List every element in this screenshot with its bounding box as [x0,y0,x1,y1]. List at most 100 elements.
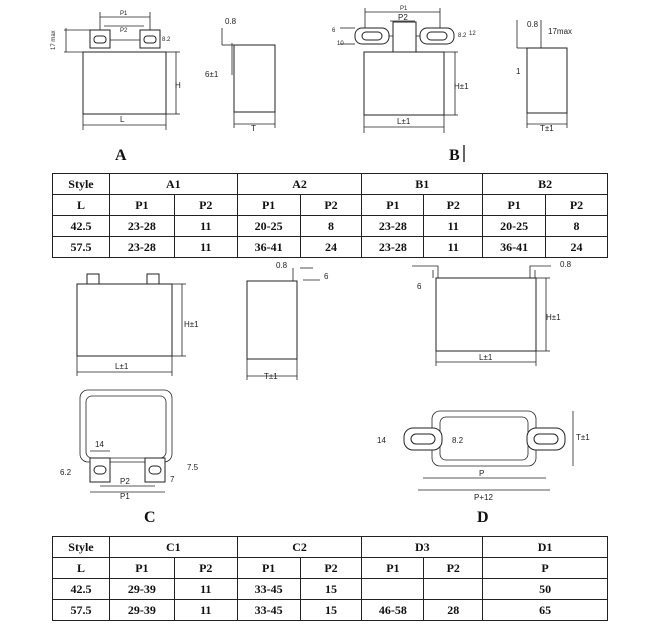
table-subheader-row: L P1 P2 P1 P2 P1 P2 P [52,557,608,579]
table-cell: 33-45 [236,599,301,621]
table-row: 57.5 29-39 11 33-45 15 46-58 28 65 [52,599,608,621]
table-cell: 20-25 [236,215,301,237]
table-cell: 23-28 [361,215,425,237]
table-cell: 33-45 [236,578,301,600]
fig-d-bottom-p12-label: P+12 [474,493,493,502]
fig-a-side-0-8-label: 0.8 [225,17,237,26]
table-cell: 11 [173,236,238,258]
table-subheader-row: L P1 P2 P1 P2 P1 P2 P1 P2 [52,194,608,216]
table-cell: 46-58 [361,599,425,621]
fig-a-p2-label: P2 [120,28,128,34]
fig-d-l-label: L±1 [479,353,493,362]
table-header-row: Style A1 A2 B1 B2 [52,173,608,195]
table-cell [361,578,425,600]
fig-b-side-17max-label: 17max [548,27,572,36]
table-sub-cell: P1 [361,557,425,579]
fig-b-side-0-8-label: 0.8 [527,20,539,29]
table-cell: 50 [482,578,608,600]
table-cell: 23-28 [361,236,425,258]
fig-c-bottom-7-label: 7 [170,475,175,484]
fig-b-side-t-label: T±1 [540,124,554,133]
table-group-cell: B2 [482,173,608,195]
table-sub-cell: P1 [108,557,175,579]
fig-b-8-2-label: 8.2 [458,33,467,39]
table-header-cell: L [52,194,110,216]
fig-c-bottom-7-5-label: 7.5 [187,463,199,472]
figure-b: P1 P2 6 10 8.2 12 H±1 L±1 0.8 17max 1 [332,6,572,164]
table-cell: 15 [299,599,363,621]
fig-d-bottom-t-label: T±1 [576,433,590,442]
table-sub-cell: P2 [173,194,238,216]
table-cell: 65 [482,599,608,621]
table-sub-cell: P2 [299,194,363,216]
table-cell: 11 [173,578,238,600]
table-cell: 29-39 [108,599,175,621]
table-sub-cell: P2 [299,557,363,579]
table-sub-cell: P2 [545,194,608,216]
fig-b-12-label: 12 [469,31,476,37]
fig-c-side-0-8-label: 0.8 [276,261,288,270]
figure-c: H±1 L±1 0.8 6 T±1 14 6.2 7.5 7 P2 P1 C [60,261,329,526]
table-sub-cell: P1 [236,557,301,579]
fig-c-bottom-14-label: 14 [95,440,104,449]
table-header-cell: Style [52,173,110,195]
table-cell: 24 [299,236,363,258]
fig-d-bottom-p-label: P [479,469,484,478]
fig-a-17max-label: 17 max [51,30,57,50]
table-cell: 11 [423,236,484,258]
fig-b-6-label: 6 [332,28,336,34]
table-group-cell: C1 [108,536,238,558]
table-sub-cell: P1 [482,194,547,216]
fig-d-bottom-14-label: 14 [377,436,386,445]
table-header-row: Style C1 C2 D3 D1 [52,536,608,558]
table-cell: 36-41 [236,236,301,258]
table-sub-cell: P1 [361,194,425,216]
figure-d-caption: D [477,509,489,526]
fig-c-h-label: H±1 [184,320,199,329]
table-cell: 24 [545,236,608,258]
table-sub-cell: P [482,557,608,579]
table-header-cell: Style [52,536,110,558]
table-row: 42.5 23-28 11 20-25 8 23-28 11 20-25 8 [52,215,608,237]
table-cell: 42.5 [52,578,110,600]
table-cell: 8 [299,215,363,237]
figure-d: 0.8 6 H±1 L±1 14 8.2 T±1 P P+12 D [377,260,590,526]
table-group-cell: B1 [361,173,484,195]
table-group-cell: D3 [361,536,484,558]
spec-table-ab: Style A1 A2 B1 B2 L P1 P2 P1 P2 P1 P2 P1… [52,173,608,258]
table-cell: 23-28 [108,215,175,237]
table-group-cell: A1 [108,173,238,195]
table-row: 42.5 29-39 11 33-45 15 50 [52,578,608,600]
figure-a-caption: A [115,147,127,164]
table-sub-cell: P2 [423,557,484,579]
table-cell: 57.5 [52,236,110,258]
table-cell: 11 [173,215,238,237]
table-group-cell: D1 [482,536,608,558]
table-cell: 36-41 [482,236,547,258]
fig-b-p2-label: P2 [398,13,408,22]
table-cell: 8 [545,215,608,237]
table-cell: 42.5 [52,215,110,237]
table-sub-cell: P1 [108,194,175,216]
fig-b-h-label: H±1 [454,82,469,91]
fig-c-l-label: L±1 [115,362,129,371]
fig-b-l-label: L±1 [397,117,411,126]
fig-a-side-6-label: 6±1 [205,70,219,79]
table-group-cell: A2 [236,173,363,195]
fig-a-p1-label: P1 [120,11,128,17]
table-cell: 29-39 [108,578,175,600]
figure-c-caption: C [144,509,156,526]
fig-b-side-1-label: 1 [516,67,521,76]
table-sub-cell: P2 [423,194,484,216]
figure-a: P1 P2 17 max 8.2 14 H L 0.8 [51,11,276,164]
fig-c-side-6-label: 6 [324,272,329,281]
table-cell: 57.5 [52,599,110,621]
table-sub-cell: P1 [236,194,301,216]
fig-a-l-label: L [120,115,125,124]
spec-table-cd: Style C1 C2 D3 D1 L P1 P2 P1 P2 P1 P2 P … [52,536,608,621]
fig-a-h-label: H [175,81,181,90]
table-cell: 15 [299,578,363,600]
fig-b-p1-label: P1 [400,6,408,12]
fig-c-side-t-label: T±1 [264,372,278,381]
